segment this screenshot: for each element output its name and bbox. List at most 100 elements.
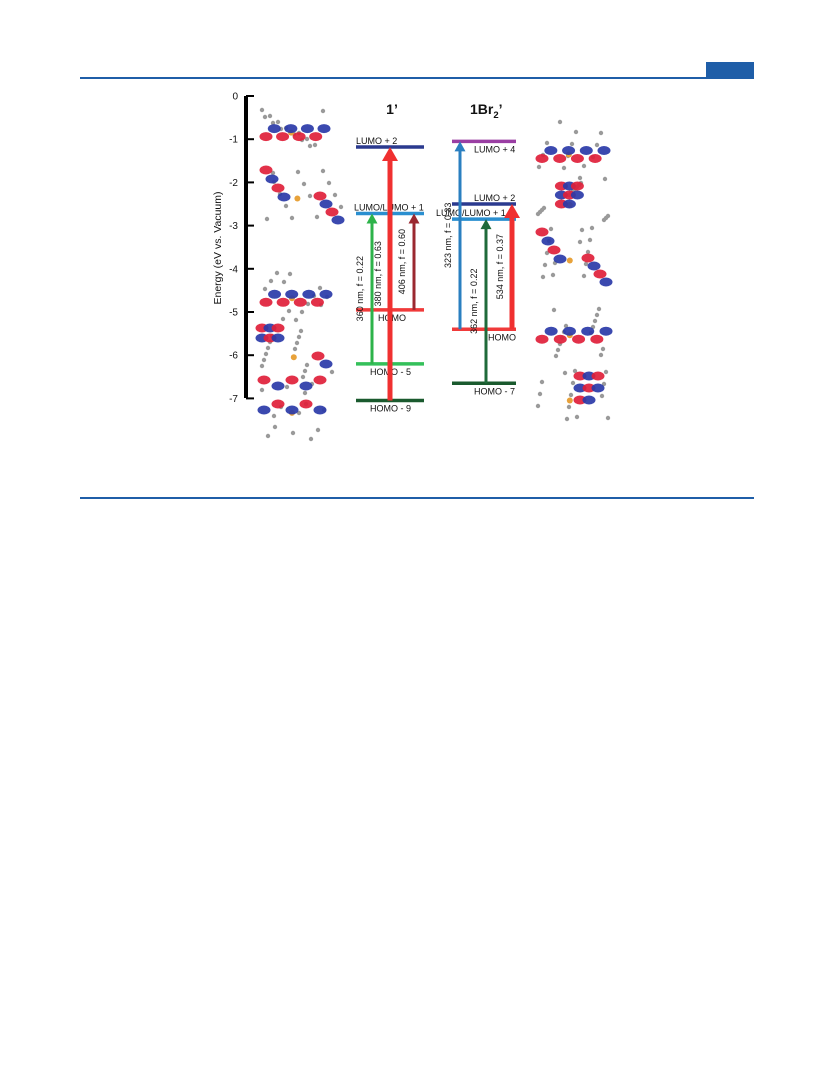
footer-rule <box>80 497 754 499</box>
atom <box>542 262 548 268</box>
orbital-lobe <box>570 154 584 163</box>
orbital-render <box>255 323 335 380</box>
sulfur-atom <box>294 195 301 202</box>
orbital-lobe <box>579 146 593 155</box>
orbital-lobe <box>259 297 273 307</box>
orbital-render <box>535 119 611 182</box>
atom <box>281 279 287 285</box>
transition-arrow-head <box>382 146 398 161</box>
atom <box>289 215 295 221</box>
atom <box>596 306 602 312</box>
atom <box>594 312 600 318</box>
atom <box>598 130 604 136</box>
energy-axis-ticks: 0-1-2-3-4-5-6-7 <box>229 92 254 405</box>
atom <box>561 165 567 171</box>
orbital-lobe <box>544 326 558 336</box>
orbital-render <box>259 107 331 149</box>
orbital-lobe <box>553 334 567 344</box>
orbital-lobe <box>257 405 271 415</box>
atom <box>294 340 300 346</box>
atom <box>592 318 598 324</box>
orbital-lobe <box>562 199 576 209</box>
atom <box>307 193 313 199</box>
orbital-lobe <box>587 261 601 271</box>
orbital-lobe <box>562 146 576 155</box>
transition-label: 534 nm, f = 0.37 <box>495 234 505 299</box>
atom <box>594 142 600 148</box>
orbital-lobe <box>311 351 325 361</box>
orbital-lobe <box>541 236 555 246</box>
sulfur-atom <box>566 257 573 264</box>
atom <box>305 301 311 307</box>
atom <box>275 119 281 125</box>
panel-title-1br2: 1Br2’ <box>470 101 503 121</box>
orbital-lobe <box>591 383 605 393</box>
atom <box>304 136 310 142</box>
transition-arrow-head <box>480 219 492 230</box>
atom <box>265 433 271 439</box>
transition-label: 360 nm, f = 0.22 <box>355 256 365 321</box>
atom <box>283 203 289 209</box>
atom <box>261 357 267 363</box>
atom <box>286 308 292 314</box>
atom <box>568 392 574 398</box>
atom <box>280 316 286 322</box>
orbital-lobe <box>309 132 323 142</box>
atom <box>338 204 344 210</box>
atom <box>320 168 326 174</box>
atom <box>302 368 308 374</box>
transition-arrow-head <box>366 213 378 224</box>
orbital-render <box>535 306 613 359</box>
atom <box>287 271 293 277</box>
atom <box>296 334 302 340</box>
atom <box>562 370 568 376</box>
atom <box>271 413 277 419</box>
atom <box>602 176 608 182</box>
orbital-lobe <box>593 269 607 279</box>
atom <box>566 404 572 410</box>
atom <box>572 368 578 374</box>
orbital-lobe <box>582 383 596 393</box>
atom <box>581 273 587 279</box>
orbital-lobe <box>572 334 586 344</box>
atom <box>300 374 306 380</box>
orbital-lobe <box>317 124 331 134</box>
orbital-lobe <box>599 326 613 336</box>
orbital-lobe <box>573 383 587 393</box>
orbital-lobe <box>310 297 324 307</box>
atom <box>308 436 314 442</box>
atom <box>603 369 609 375</box>
orbital-lobe <box>271 333 285 343</box>
energy-axis-label: Energy (eV vs. Vacuum) <box>212 191 224 304</box>
axis-tick-label: -2 <box>229 178 238 189</box>
orbital-lobe <box>547 245 561 255</box>
atom <box>579 227 585 233</box>
orbital-lobe <box>259 132 273 142</box>
orbital-render <box>535 225 613 287</box>
atom <box>550 272 556 278</box>
atom <box>605 213 611 219</box>
orbital-lobe <box>573 371 587 381</box>
header-rule <box>80 77 754 79</box>
orbital-render <box>535 180 611 223</box>
orbital-lobe <box>285 405 299 415</box>
orbital-lobe <box>570 181 584 191</box>
orbital-lobe <box>257 375 271 385</box>
orbital-lobe <box>284 124 298 134</box>
atom <box>569 141 575 147</box>
orbital-lobe <box>313 191 327 201</box>
atom <box>274 270 280 276</box>
transition-label: 406 nm, f = 0.60 <box>397 229 407 294</box>
orbital-lobe <box>570 190 584 200</box>
orbital-lobe <box>313 375 327 385</box>
axis-tick-label: -1 <box>229 135 238 146</box>
atom <box>544 250 550 256</box>
energy-level-label: HOMO - 7 <box>474 386 515 396</box>
atom <box>263 351 269 357</box>
transition-arrow-head <box>454 141 466 152</box>
atom <box>317 285 323 291</box>
atom <box>332 192 338 198</box>
atom <box>270 170 276 176</box>
